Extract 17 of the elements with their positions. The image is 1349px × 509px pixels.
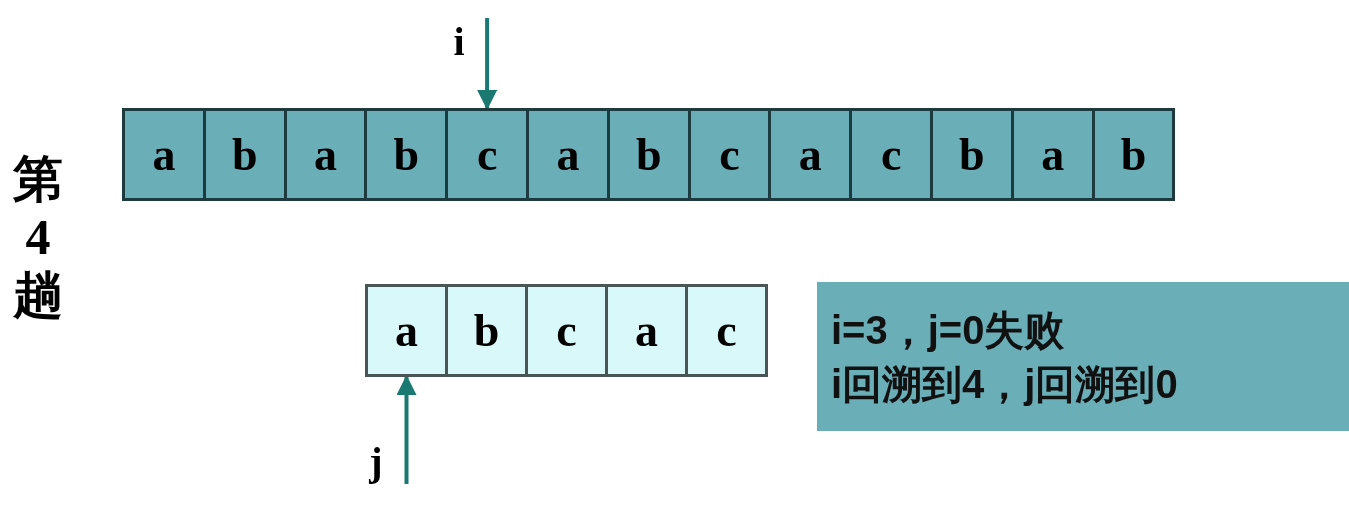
pass-label: 第4趟: [12, 150, 64, 324]
pointer-label: j: [362, 438, 390, 484]
letter-cell: b: [930, 108, 1014, 201]
note-text: i回溯到4，j回溯到0: [831, 360, 1178, 408]
letter-cell: a: [605, 284, 688, 377]
pointer-label: i: [446, 18, 472, 64]
letter-cell: c: [525, 284, 608, 377]
letter-cell: c: [849, 108, 933, 201]
letter-cell: c: [445, 108, 529, 201]
letter-cell: a: [365, 284, 448, 377]
arrow: [396, 375, 417, 484]
arrow: [477, 18, 498, 110]
note-text: i=3，j=0失败: [831, 306, 1065, 354]
letter-cell: a: [526, 108, 610, 201]
letter-cell: b: [445, 284, 528, 377]
letter-cell: a: [122, 108, 206, 201]
letter-cell: c: [685, 284, 768, 377]
